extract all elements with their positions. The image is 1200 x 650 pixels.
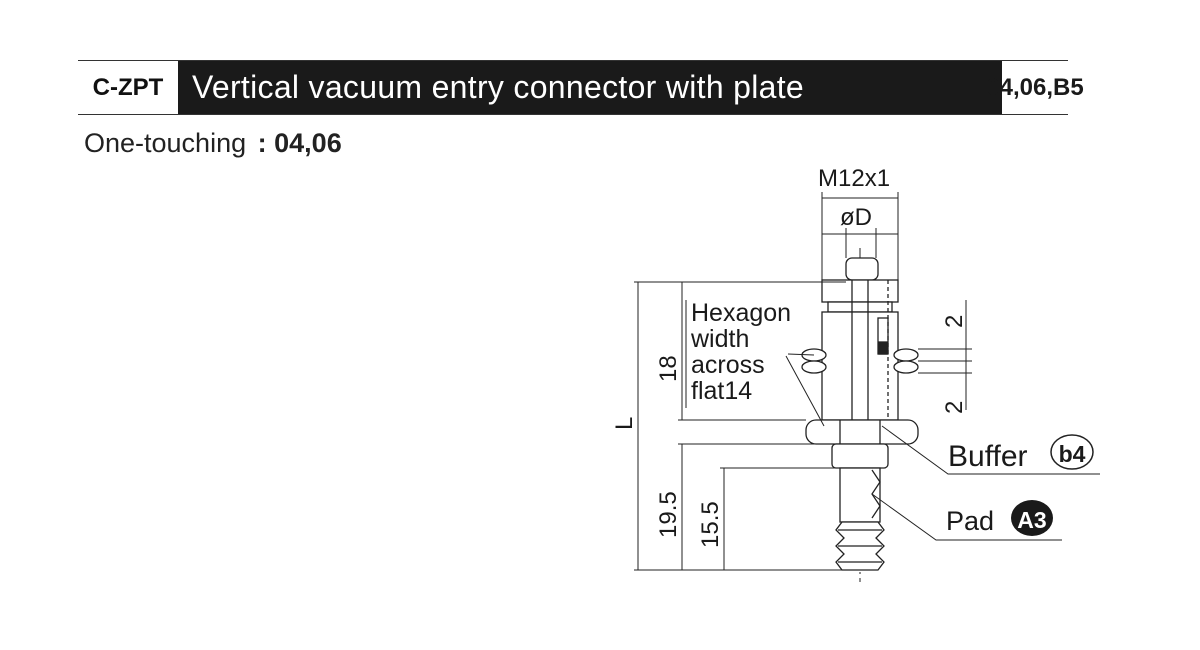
subtitle-label: One-touching bbox=[84, 128, 247, 158]
subtitle-value: 04,06 bbox=[274, 128, 342, 158]
inner-seal-dark bbox=[878, 341, 888, 355]
buffer-badge-text: b4 bbox=[1059, 441, 1086, 467]
label-19-5: 19.5 bbox=[655, 491, 682, 538]
hexagon-line-3: across bbox=[691, 351, 765, 379]
model-sizes: 04,06,B5 bbox=[986, 61, 1083, 114]
label-15-5: 15.5 bbox=[697, 501, 724, 548]
buffer-leader bbox=[881, 425, 1100, 475]
buffer-label: Buffer bbox=[948, 440, 1028, 473]
label-od: øD bbox=[840, 204, 872, 231]
header-bar: C-ZPT Vertical vacuum entry connector wi… bbox=[78, 60, 1084, 115]
label-18: 18 bbox=[655, 355, 682, 382]
hexagon-line-2: width bbox=[690, 325, 749, 353]
page-title: Vertical vacuum entry connector with pla… bbox=[178, 61, 1002, 114]
pad-leader bbox=[871, 493, 1062, 541]
label-2-top: 2 bbox=[941, 315, 968, 328]
pad-label: Pad bbox=[946, 506, 994, 536]
label-m12: M12x1 bbox=[818, 165, 890, 192]
hex-nut-right bbox=[893, 348, 919, 374]
hexagon-label: Hexagon width across flat14 bbox=[690, 299, 791, 405]
hexagon-line-4: flat14 bbox=[691, 377, 752, 405]
pad-badge-text: A3 bbox=[1017, 507, 1046, 533]
model-sizes-text: 04,06,B5 bbox=[986, 73, 1084, 101]
label-l: L bbox=[611, 417, 638, 430]
hexagon-line-1: Hexagon bbox=[691, 299, 791, 327]
hexagon-leader bbox=[685, 300, 825, 427]
model-code: C-ZPT bbox=[92, 73, 164, 101]
subtitle: One-touching : 04,06 bbox=[84, 128, 342, 159]
pad-badge: A3 bbox=[1011, 500, 1053, 536]
upper-body bbox=[821, 279, 899, 303]
bellows-pad bbox=[835, 521, 885, 571]
subtitle-separator: : bbox=[257, 128, 267, 158]
body-shoulder bbox=[827, 301, 893, 313]
lower-nut bbox=[831, 443, 889, 469]
hex-nut-left bbox=[801, 348, 827, 374]
label-2-bottom: 2 bbox=[941, 401, 968, 414]
buffer-badge: b4 bbox=[1050, 434, 1094, 470]
fitting-top bbox=[845, 257, 879, 281]
